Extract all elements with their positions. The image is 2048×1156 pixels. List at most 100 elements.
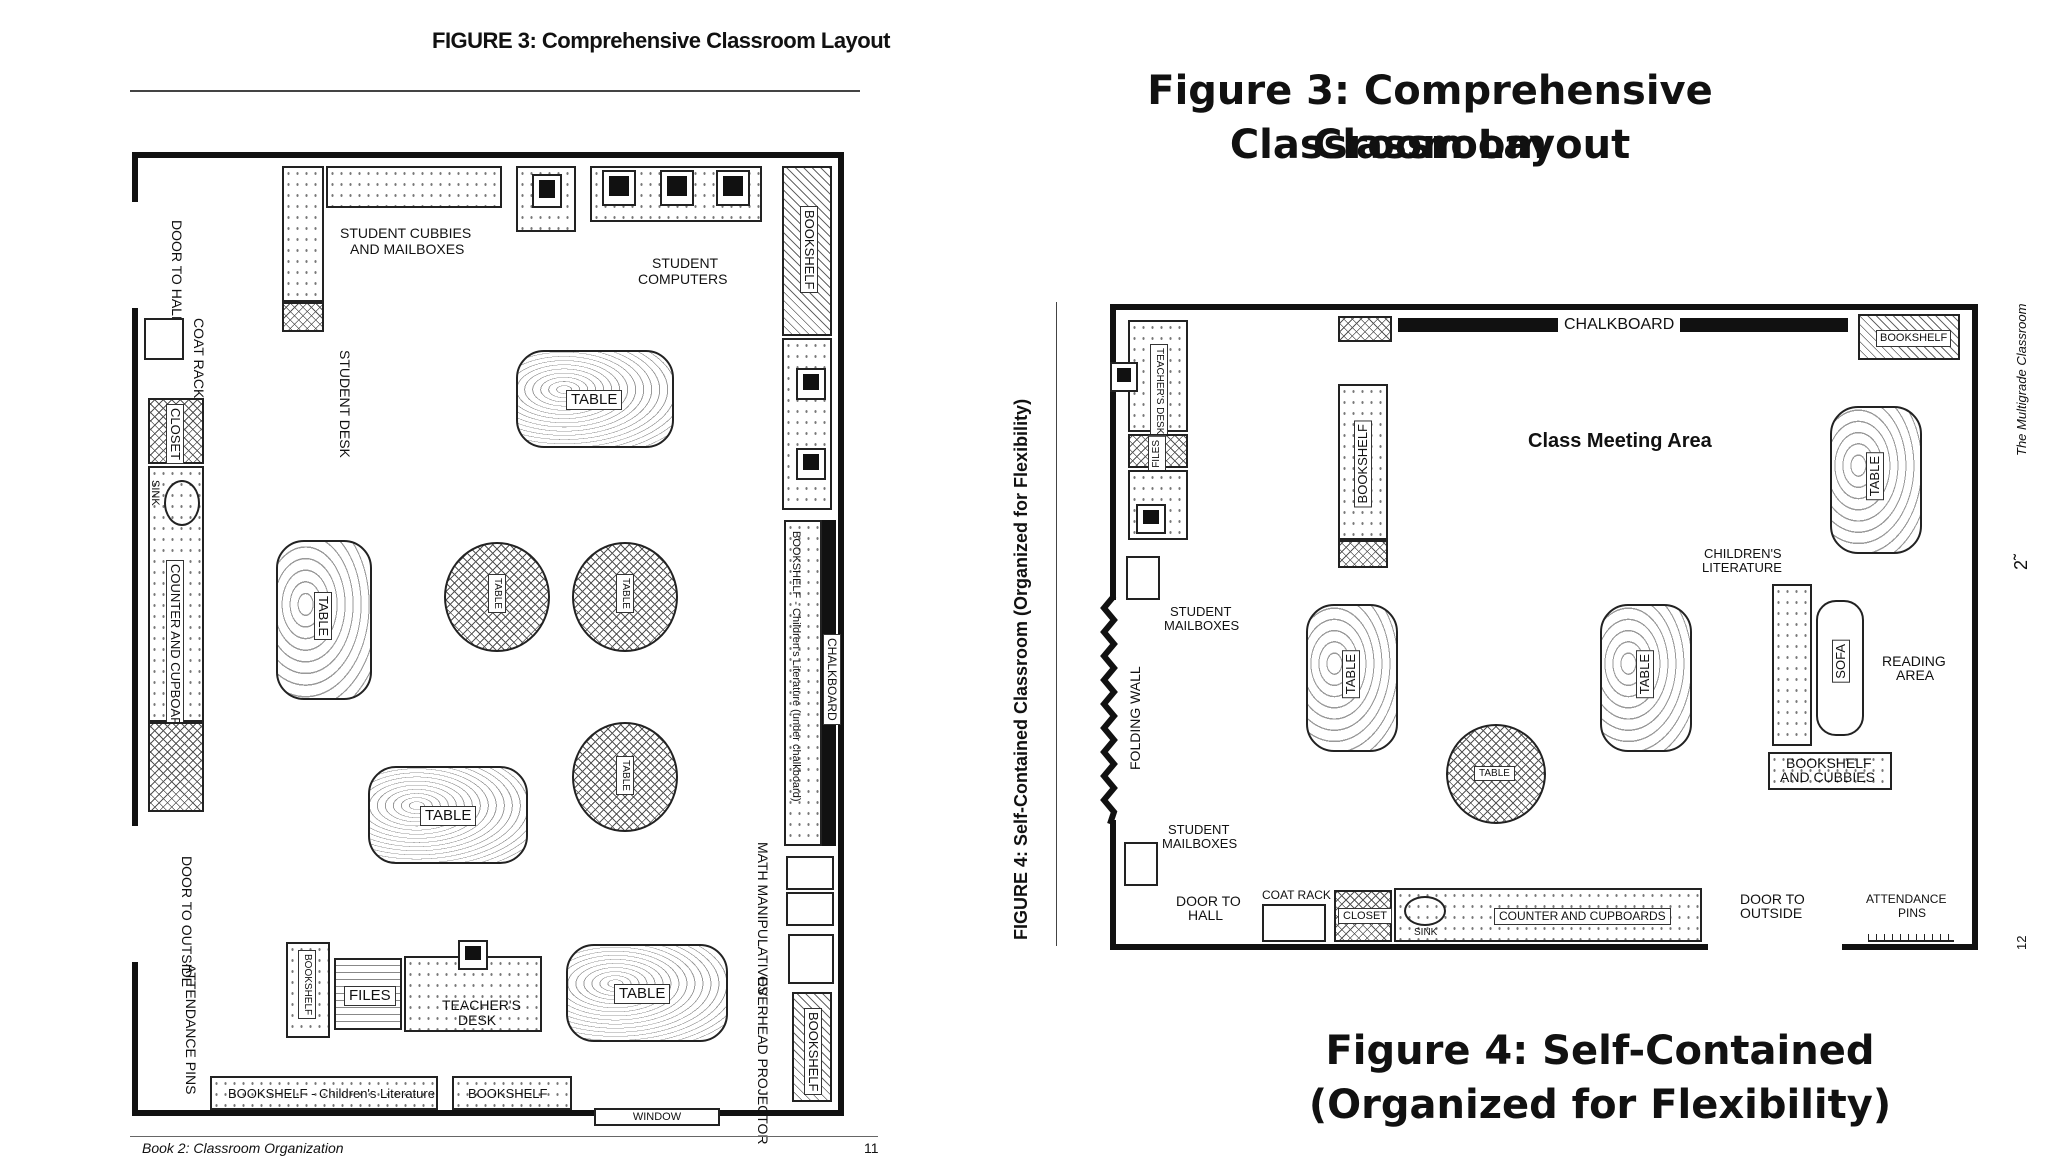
- fig3-left-wall-c: [132, 962, 138, 1116]
- fig4-table-right-label: TABLE: [1866, 452, 1884, 501]
- fig4-attendance-label-2: PINS: [1898, 906, 1927, 920]
- fig3-student-desk-label: STUDENT DESK: [337, 350, 353, 458]
- fig4-class-meeting-area: Class Meeting Area: [1528, 430, 1712, 452]
- fig4-door-to-outside-label-2: OUTSIDE: [1740, 905, 1803, 921]
- fig4-mailboxes-bottom-label-1: STUDENT: [1168, 822, 1230, 837]
- fig3-right-wall: [838, 152, 844, 1116]
- fig4-door-to-hall-label-2: HALL: [1188, 907, 1224, 923]
- fig3-bookshelf-small-label: BOOKSHELF: [298, 950, 316, 1020]
- fig4-table-middle-label: TABLE: [1636, 650, 1654, 699]
- fig3-footer-right: 11: [864, 1140, 879, 1156]
- fig4-bookshelf-corner-label: BOOKSHELF: [1876, 330, 1952, 347]
- fig4-door-to-outside-label-1: DOOR TO: [1740, 891, 1805, 907]
- fig3-computers-label-1: STUDENT: [652, 255, 719, 271]
- fig3-top-wall: [132, 152, 844, 158]
- fig4-reading-area-label-1: READING: [1882, 653, 1946, 669]
- fig4-reading-area-label-2: AREA: [1896, 667, 1935, 683]
- fig3-counter-end: [148, 722, 204, 812]
- fig4-chalkboard-label: CHALKBOARD: [1558, 316, 1681, 334]
- fig4-left-wall-bottom: [1110, 820, 1116, 950]
- fig4-book-title: The Multigrade Classroom: [2014, 303, 2029, 456]
- fig3-round-table-2-label: TABLE: [616, 574, 634, 613]
- caption-fig3-line1: Figure 3: Comprehensive Classroom: [1147, 68, 1713, 168]
- fig3-table-4-label: TABLE: [614, 984, 671, 1004]
- fig3-closet-label: CLOSET: [166, 404, 184, 465]
- fig3-overhead-label: OVERHEAD PROJECTOR: [755, 976, 771, 1145]
- fig3-computers-right: [782, 338, 832, 510]
- fig4-mailboxes-top-label-2: MAILBOXES: [1164, 618, 1240, 633]
- fig4-sink-label: SINK: [1414, 927, 1438, 938]
- fig4-right-wall: [1972, 304, 1978, 950]
- fig3-sink: [164, 480, 200, 526]
- caption-fig3-line2: Classroom Layout: [1229, 122, 1631, 168]
- fig4-student-mailboxes-top: [1126, 556, 1160, 600]
- fig4-side-title: FIGURE 4: Self-Contained Classroom (Orga…: [1011, 398, 1031, 940]
- fig4-bookshelf-cubbies-label-1: BOOKSHELF: [1786, 755, 1872, 771]
- fig3-cubbies-label-2: AND MAILBOXES: [350, 241, 465, 257]
- fig4-attendance-label-1: ATTENDANCE: [1866, 892, 1947, 906]
- monitor-icon: [458, 940, 488, 970]
- fig3-window: WINDOW: [594, 1108, 720, 1126]
- fig3-cubbies-horizontal: [326, 166, 502, 208]
- fig3-header-rule: [130, 90, 860, 92]
- monitor-icon: [796, 448, 826, 480]
- monitor-icon: [1136, 504, 1166, 534]
- fig3-student-desk: [282, 302, 324, 332]
- fig4-childrens-lit-label-2: LITERATURE: [1702, 560, 1782, 575]
- fig4-round-table-label: TABLE: [1474, 766, 1515, 781]
- fig4-door-to-hall-label-1: DOOR TO: [1176, 893, 1241, 909]
- fig3-cubbies-label-1: STUDENT CUBBIES: [340, 225, 472, 241]
- fig3-footer-left: Book 2: Classroom Organization: [142, 1140, 344, 1156]
- monitor-icon: [532, 174, 562, 208]
- fig3-table-1-label: TABLE: [566, 390, 623, 410]
- fig4-bookshelf-cubbies: [1768, 752, 1892, 790]
- fig3-bookshelf-lit-label: BOOKSHELF - Children's Literature (under…: [790, 531, 802, 802]
- fig4-left-wall-top: [1110, 304, 1116, 600]
- fig4-top-wall: [1110, 304, 1978, 310]
- fig4-childrens-lit-label-1: CHILDREN'S: [1704, 546, 1782, 561]
- fig4-small-cabinet: [1338, 316, 1392, 342]
- fig3-scan-title: FIGURE 3: Comprehensive Classroom Layout: [432, 28, 891, 53]
- fig4-files-label: FILES: [1148, 436, 1166, 472]
- monitor-icon: [602, 170, 636, 206]
- fig4-table-left-label: TABLE: [1342, 650, 1360, 699]
- fig4-page-fragment: 2̃: [2011, 559, 2031, 570]
- fig3-counter-label: COUNTER AND CUPBOARDS: [166, 560, 184, 749]
- fig3-coat-rack-label: COAT RACK: [191, 318, 207, 399]
- fig3-bookshelf-bottom-right-label: BOOKSHELF: [804, 1008, 822, 1096]
- fig3-door-to-hall: DOOR TO HALL: [169, 220, 185, 324]
- fig4-student-mailboxes-bottom: [1124, 842, 1158, 886]
- fig4-bottom-wall-a: [1110, 944, 1708, 950]
- fig4-bottom-wall-b: [1842, 944, 1978, 950]
- fig4-bookshelf-center-end: [1338, 540, 1388, 568]
- fig3-math-box-2: [786, 892, 834, 926]
- fig3-bookshelf-lit-bottom-label: BOOKSHELF - Children's Literature: [228, 1086, 435, 1101]
- fig3-table-2-label: TABLE: [314, 592, 332, 641]
- fig3-chalkboard-label: CHALKBOARD: [823, 634, 841, 725]
- fig3-bookshelf-bottom: [452, 1076, 572, 1110]
- monitor-icon: [1110, 362, 1138, 392]
- fig4-sink: [1404, 896, 1446, 926]
- fig3-round-table-1-label: TABLE: [488, 574, 506, 613]
- fig3-overhead-projector: [788, 934, 834, 984]
- fig4-mailboxes-bottom-label-2: MAILBOXES: [1162, 836, 1238, 851]
- fig3-bookshelf-lit-bottom: [210, 1076, 438, 1110]
- fig4-childrens-lit-shelf: [1772, 584, 1812, 746]
- fig3-teachers-desk-label-1: TEACHER'S: [442, 997, 521, 1013]
- fig4-mailboxes-top-label-1: STUDENT: [1170, 604, 1232, 619]
- caption-fig4-line1: Figure 4: Self-Contained: [1325, 1028, 1875, 1074]
- fig3-files-label: FILES: [344, 986, 396, 1006]
- fig4-bookshelf-cubbies-label-2: AND CUBBIES: [1780, 769, 1875, 785]
- fig3-bookshelf-top-right-label: BOOKSHELF: [800, 206, 818, 294]
- fig3-bookshelf-bottom-label: BOOKSHELF: [468, 1086, 548, 1101]
- fig3-footer-rule: [130, 1136, 878, 1137]
- fig3-sink-label: SINK: [149, 480, 161, 506]
- fig4-folding-wall-zigzag: [1100, 596, 1118, 824]
- fig3-computers-label-2: COMPUTERS: [638, 271, 728, 287]
- fig3-math-label: MATH MANIPULATIVES: [755, 842, 771, 996]
- fig4-bookshelf-center-label: BOOKSHELF: [1354, 420, 1372, 508]
- fig3-table-3-label: TABLE: [420, 806, 477, 826]
- fig4-counter-label: COUNTER AND CUPBOARDS: [1494, 908, 1671, 925]
- fig4-closet-label: CLOSET: [1338, 908, 1393, 924]
- fig4-sofa-label: SOFA: [1832, 640, 1850, 683]
